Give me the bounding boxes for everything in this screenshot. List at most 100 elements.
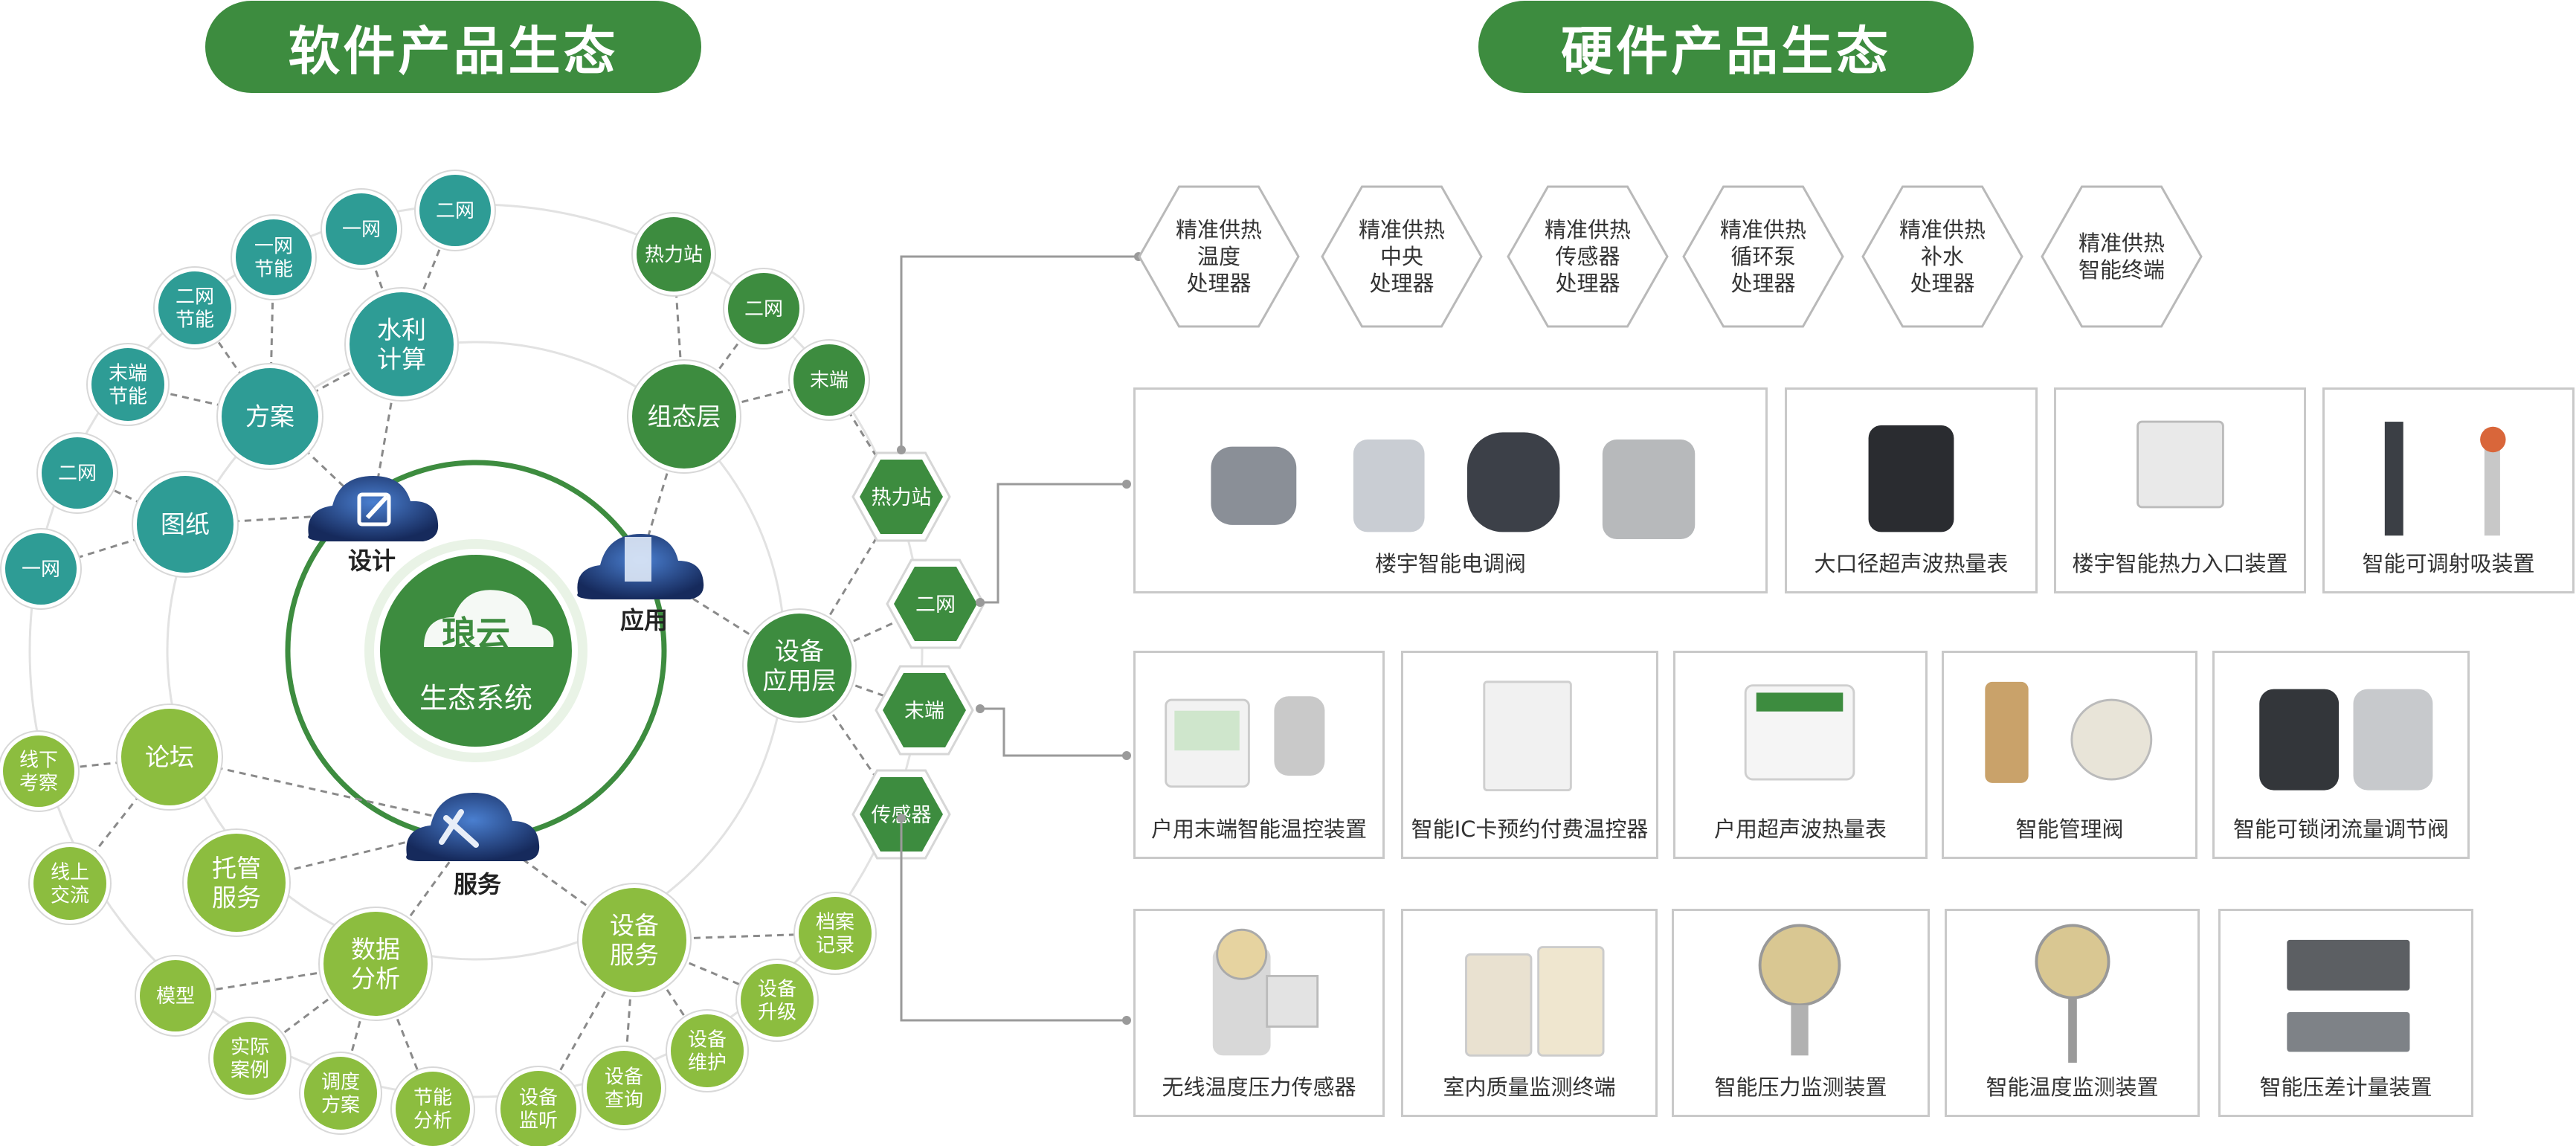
node-net2-left[interactable]: 二网 [36, 432, 118, 514]
node-circle [5, 533, 77, 605]
hex-fill [894, 567, 977, 641]
product-image [2325, 390, 2572, 539]
processor-outline [2041, 185, 2203, 328]
design-pillar[interactable]: 设计 [308, 476, 439, 575]
node-model[interactable]: 模型 [135, 955, 216, 1037]
node-label: 设备 [758, 979, 796, 1001]
product-label: 智能IC卡预约付费温控器 [1411, 817, 1649, 842]
node-label: 实际 [231, 1037, 269, 1059]
hardware-card[interactable]: 户用超声波热量表 [1673, 651, 1928, 859]
node-net2-top[interactable]: 二网 [414, 170, 496, 251]
software-ecosystem-header: 软件产品生态 [205, 1, 701, 93]
hardware-card[interactable]: 无线温度压力传感器 [1133, 909, 1385, 1117]
product-label: 智能管理阀 [2015, 817, 2124, 842]
node-net1-left[interactable]: 一网 [0, 528, 82, 610]
node-label: 服务 [610, 940, 659, 969]
hardware-card[interactable]: 楼宇智能电调阀 [1133, 387, 1768, 593]
center-logo: 琅云 [442, 614, 510, 654]
hardware-card[interactable]: 智能IC卡预约付费温控器 [1401, 651, 1658, 859]
product-label: 智能可锁闭流量调节阀 [2232, 817, 2449, 842]
hardware-card[interactable]: 智能温度监测装置 [1945, 909, 2200, 1117]
node-label: 热力站 [645, 244, 703, 266]
hardware-card[interactable]: 大口径超声波热量表 [1785, 387, 2038, 593]
node-circle [582, 888, 686, 992]
hardware-card[interactable]: 智能管理阀 [1942, 651, 2197, 859]
node-config[interactable]: 组态层 [627, 359, 741, 474]
hardware-card[interactable]: 智能压差计量装置 [2218, 909, 2473, 1117]
node-forum[interactable]: 论坛 [116, 704, 223, 811]
product-label: 户用超声波热量表 [1713, 817, 1887, 842]
node-net2-right[interactable]: 二网 [723, 268, 805, 350]
node-net1-top[interactable]: 一网 [321, 188, 402, 270]
node-label: 设备 [775, 637, 824, 666]
node-label: 节能 [254, 259, 293, 281]
processor-outline [1507, 185, 1669, 328]
node-plan[interactable]: 方案 [216, 363, 323, 470]
node-label: 设备 [605, 1066, 643, 1089]
product-label: 户用末端智能温控装置 [1150, 817, 1367, 842]
layer-hex-2[interactable]: 末端 [875, 665, 974, 756]
node-label: 考察 [19, 773, 58, 795]
hex-fill [883, 673, 966, 747]
node-label: 二网 [436, 200, 474, 222]
layer-hex-0[interactable]: 热力站 [851, 451, 951, 542]
processor-label: 中央 [1380, 244, 1423, 269]
processor-label: 精准供热 [1176, 217, 1262, 242]
node-circle [304, 1057, 377, 1130]
product-label: 大口径超声波热量表 [1814, 551, 2009, 576]
product-image [1403, 911, 1655, 1063]
processor-label: 精准供热 [2078, 231, 2165, 256]
hardware-card[interactable]: 室内质量监测终端 [1401, 909, 1658, 1117]
node-label: 计算 [377, 344, 426, 373]
node-label: 交流 [51, 885, 89, 907]
node-end-right[interactable]: 末端 [788, 339, 870, 421]
node-label: 方案 [245, 402, 294, 431]
node-label: 水利 [377, 315, 426, 344]
hardware-card[interactable]: 户用末端智能温控装置 [1133, 651, 1385, 859]
apply-pillar[interactable]: 应用 [577, 534, 704, 634]
node-circle [42, 437, 113, 509]
node-circle [747, 614, 851, 718]
hardware-card[interactable]: 智能压力监测装置 [1672, 909, 1930, 1117]
product-image [1947, 911, 2197, 1063]
processor-label: 处理器 [1910, 271, 1974, 296]
node-label: 监听 [519, 1110, 558, 1133]
node-drawing[interactable]: 图纸 [132, 471, 239, 578]
hardware-card[interactable]: 智能可锁闭流量调节阀 [2212, 651, 2470, 859]
node-label: 数据 [351, 935, 400, 964]
node-label: 托管 [212, 854, 261, 883]
node-label: 论坛 [145, 743, 194, 772]
node-circle [728, 273, 799, 344]
service-pillar[interactable]: 服务 [406, 793, 540, 898]
hardware-card[interactable]: 楼宇智能热力入口装置 [2054, 387, 2306, 593]
layer-hex-1[interactable]: 二网 [886, 558, 985, 649]
node-heat-station-leaf[interactable]: 热力站 [631, 212, 716, 297]
hardware-card[interactable]: 智能可调射吸装置 [2322, 387, 2575, 593]
hardware-ecosystem-header: 硬件产品生态 [1478, 1, 1974, 93]
